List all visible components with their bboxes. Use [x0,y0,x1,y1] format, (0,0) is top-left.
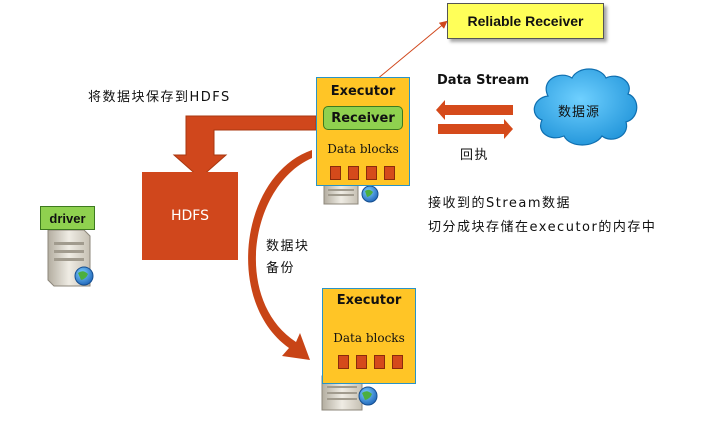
save-to-hdfs-arrow [172,115,317,179]
data-block [348,166,359,180]
data-block [392,355,403,369]
data-block [384,166,395,180]
receiver-box: Receiver [323,106,403,130]
driver-label: driver [40,206,95,230]
backup-text-line-1: 数据块 [266,239,310,254]
data-stream-arrow [436,100,513,120]
receiver-link-arrow [375,20,448,81]
data-block [374,355,385,369]
executor-top: Executor Receiver Data blocks [316,77,410,186]
data-block [338,355,349,369]
data-block [366,166,377,180]
data-source-cloud [533,68,638,146]
receive-description-line-1: 接收到的Stream数据 [428,196,572,211]
data-stream-label: Data Stream [437,73,530,88]
backup-text-line-2: 备份 [266,261,296,276]
ack-label: 回执 [460,148,490,163]
ack-arrow [438,119,513,139]
receive-description-line-2: 切分成块存储在executor的内存中 [428,220,657,235]
backup-arrow [248,150,312,360]
server-icon-driver [47,229,94,287]
data-block [356,355,367,369]
server-icon-top [323,181,379,205]
executor-top-title: Executor [330,84,396,99]
save-to-hdfs-text: 将数据块保存到HDFS [88,90,231,105]
data-block [330,166,341,180]
executor-bottom: Executor Data blocks [322,288,416,384]
executor-bottom-data-blocks-label: Data blocks [333,331,405,345]
executor-bottom-title: Executor [336,293,402,308]
executor-top-data-blocks-label: Data blocks [327,142,399,156]
hdfs-box: HDFS [142,172,238,260]
data-source-label: 数据源 [558,105,601,120]
reliable-receiver-label: Reliable Receiver [447,3,604,39]
